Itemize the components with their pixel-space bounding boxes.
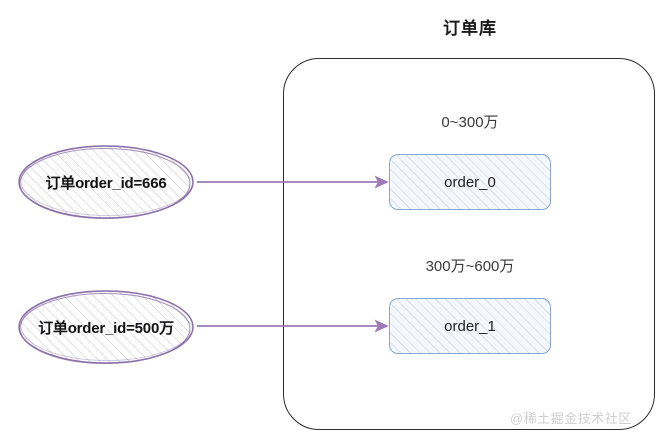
order-source-node-0[interactable]: 订单order_id=666 [16, 143, 196, 221]
order-database-container [283, 58, 655, 430]
shard-range-label-1: 300万~600万 [425, 258, 515, 275]
order-source-node-1[interactable]: 订单order_id=500万 [16, 288, 196, 366]
order-source-label-1: 订单order_id=500万 [38, 319, 174, 337]
shard-table-order-0[interactable]: order_0 [389, 154, 551, 210]
shard-table-label-0: order_0 [444, 173, 496, 191]
shard-table-label-1: order_1 [444, 317, 496, 335]
ellipse-shape-0 [18, 145, 194, 220]
watermark: @稀土掘金技术社区 [510, 411, 632, 426]
page-title: 订单库 [443, 19, 497, 38]
shard-range-label-0: 0~300万 [441, 114, 499, 131]
order-source-label-0: 订单order_id=666 [45, 174, 167, 192]
shard-table-order-1[interactable]: order_1 [389, 298, 551, 354]
ellipse-shape-1 [18, 290, 194, 365]
